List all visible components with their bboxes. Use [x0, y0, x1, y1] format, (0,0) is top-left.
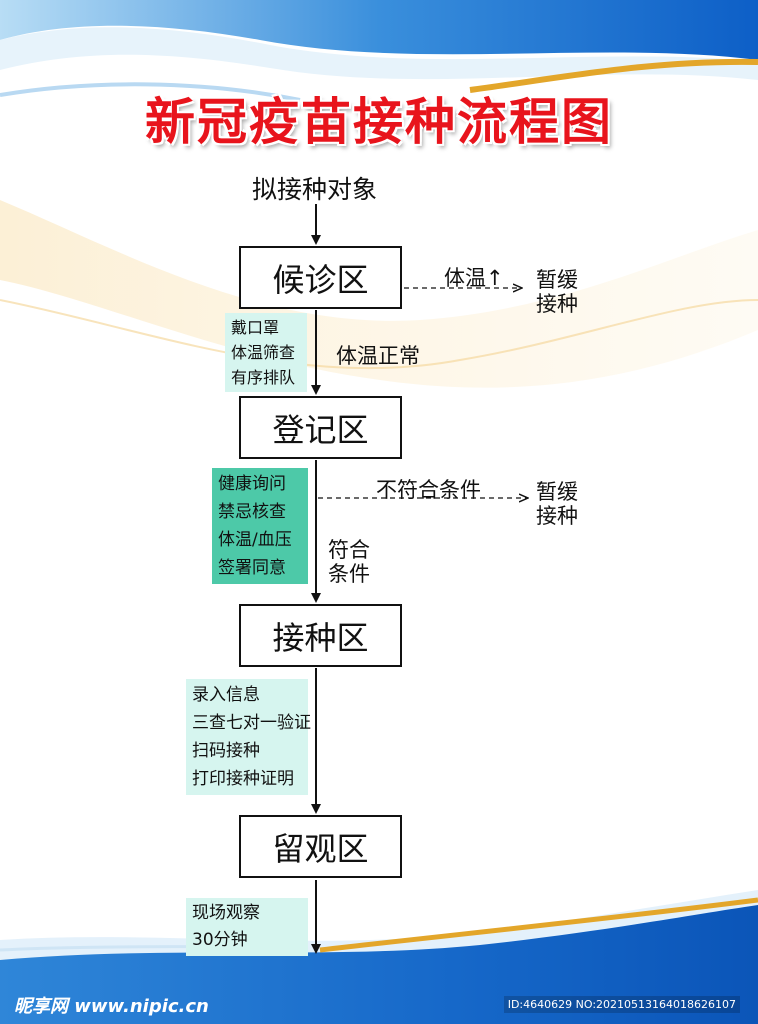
- note-item: 体温/血压: [218, 530, 292, 550]
- note-vaccination: 录入信息 三查七对一验证 扫码接种 打印接种证明: [186, 679, 311, 795]
- label-not-eligible: 不符合条件: [376, 478, 481, 502]
- label-temp-normal: 体温正常: [336, 344, 420, 368]
- note-item: 扫码接种: [192, 741, 260, 761]
- note-item: 体温筛查: [231, 343, 296, 362]
- note-item: 三查七对一验证: [192, 713, 311, 733]
- stage-vaccination-area: 接种区: [239, 604, 402, 667]
- note-registration: 健康询问 禁忌核查 体温/血压 签署同意: [212, 468, 308, 584]
- note-item: 录入信息: [192, 685, 260, 705]
- stage-observation-area: 留观区: [239, 815, 402, 878]
- note-item: 健康询问: [218, 474, 286, 494]
- watermark-site: 昵享网 www.nipic.cn: [14, 996, 209, 1017]
- label-temp-high: 体温↑: [444, 266, 504, 290]
- note-item: 打印接种证明: [192, 769, 294, 789]
- note-item: 戴口罩: [231, 318, 280, 337]
- note-item: 现场观察: [192, 903, 260, 923]
- note-item: 30分钟: [192, 930, 248, 950]
- label-defer-2: 暂缓 接种: [536, 480, 578, 528]
- stage-waiting-area: 候诊区: [239, 246, 402, 309]
- watermark-id: ID:4640629 NO:20210513164018626107: [503, 996, 740, 1013]
- note-observation: 现场观察 30分钟: [186, 898, 308, 956]
- note-waiting: 戴口罩 体温筛查 有序排队: [225, 313, 307, 392]
- page-title: 新冠疫苗接种流程图: [145, 93, 613, 151]
- note-item: 签署同意: [218, 558, 286, 578]
- note-item: 禁忌核查: [218, 502, 286, 522]
- label-eligible: 符合 条件: [328, 538, 370, 586]
- start-node: 拟接种对象: [252, 175, 378, 204]
- stage-registration-area: 登记区: [239, 396, 402, 459]
- label-defer-1: 暂缓 接种: [536, 268, 578, 316]
- note-item: 有序排队: [231, 368, 296, 387]
